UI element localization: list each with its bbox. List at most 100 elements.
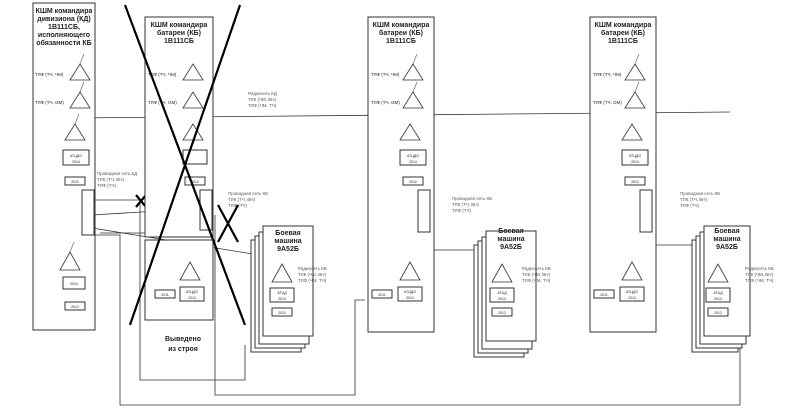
kb3-port-a: ТЛФ (ТЧ, ЧМ) bbox=[593, 72, 622, 77]
radio-triangle-icon bbox=[64, 113, 86, 141]
kb3-switch-box bbox=[639, 189, 653, 233]
radio-triangle-icon bbox=[621, 123, 643, 141]
radio-triangle-icon bbox=[59, 241, 81, 271]
kd-title-4: исполняющего bbox=[38, 32, 90, 39]
kb1-2011-label: 2011 bbox=[161, 293, 169, 297]
kb2-2011-box bbox=[371, 289, 393, 299]
kb1-switch-box bbox=[199, 189, 213, 231]
kb2-link-note-2: ТЛК (ТЧ, ВН) bbox=[452, 202, 479, 207]
kb3-title-3: 1В111СБ bbox=[608, 38, 638, 45]
kb3-link-note-3: ТЛФ (ТЧ) bbox=[680, 203, 699, 208]
cv3-radio-note-2: ТЛК (ЧМ, ВН) bbox=[745, 272, 773, 277]
radio-triangle-icon bbox=[69, 53, 91, 81]
kd-atdz-code: 2014 bbox=[72, 160, 80, 164]
kb1-2012-label: 2012 bbox=[191, 180, 199, 184]
cv2-atdz-box bbox=[489, 287, 515, 303]
cv3-2012-label: 2012 bbox=[714, 311, 722, 315]
cv2-2012-label: 2012 bbox=[498, 311, 506, 315]
combat-vehicle-3: Боевая машина 9А52Б АТЦД 2014 2012 Радио… bbox=[691, 225, 774, 353]
cv1-radio-note-3: ТЛФ (ЧМ, ТЧ) bbox=[298, 278, 327, 283]
radio-triangle-icon bbox=[69, 81, 91, 109]
column-kb-3: КШМ командира батареи (КБ) 1В111СБ ТЛФ (… bbox=[589, 16, 720, 333]
cv3-atdz-code: 2014 bbox=[714, 297, 722, 301]
cv1-atdz-code: 2014 bbox=[278, 297, 286, 301]
kb3-atdz-box bbox=[621, 149, 649, 166]
cv1-2012-box bbox=[271, 307, 293, 317]
combat-vehicle-1: Боевая машина 9А52Б АТЦД 2014 2012 Радио… bbox=[250, 225, 327, 353]
radio-triangle-icon bbox=[402, 81, 424, 109]
kb3-atdz2-label: АТЦД/2 bbox=[626, 290, 638, 294]
kb3-link-note-1: Проводная сеть КБ bbox=[680, 191, 720, 196]
kb3-atdz2-code: 2014 bbox=[628, 296, 636, 300]
kd-panel bbox=[32, 2, 96, 331]
cv3-title-1: Боевая bbox=[714, 228, 739, 235]
out-of-order-line-1: Выведено bbox=[165, 336, 201, 343]
out-of-order-line-2: из строя bbox=[168, 346, 198, 353]
kd-switch-box bbox=[81, 189, 95, 236]
kb3-atdz-box-2 bbox=[619, 286, 645, 302]
cv1-atdz-label: АТЦД bbox=[277, 291, 287, 295]
radio-triangle-icon bbox=[624, 81, 646, 109]
kd-title-2: дивизиона (КД) bbox=[37, 16, 90, 23]
cv3-radio-note-1: Радиосеть КБ bbox=[745, 266, 774, 271]
kb3-atdz-code: 2014 bbox=[631, 160, 639, 164]
kb3-port-b: ТЛФ (ТЧ, ОМ) bbox=[593, 100, 622, 105]
kb1-atdz-box-2 bbox=[179, 286, 205, 302]
radio-triangle-icon bbox=[707, 263, 729, 283]
kb2-title-3: 1В111СБ bbox=[386, 38, 416, 45]
kd-link-note-3: ТЛФ (ТЧ) bbox=[97, 183, 116, 188]
radio-triangle-icon bbox=[182, 63, 204, 81]
cv1-atdz-box bbox=[269, 287, 295, 303]
cv2-atdz-code: 2014 bbox=[498, 297, 506, 301]
kb2-panel bbox=[367, 16, 435, 333]
cv3-atdz-box bbox=[705, 287, 731, 303]
kd-atdz-label: АТЦД/2 bbox=[70, 154, 82, 158]
kb1-port-a: ТЛФ (ТЧ, ЧМ) bbox=[148, 72, 177, 77]
kb1-lower-panel bbox=[144, 239, 214, 321]
combat-vehicle-2: Боевая машина 9А52Б АТЦД 2014 2012 Радио… bbox=[473, 228, 551, 358]
cv3-radio-note-3: ТЛФ (ЧМ, ТЧ) bbox=[745, 278, 774, 283]
kd-link-note-1: Проводная сеть КД bbox=[97, 171, 137, 176]
kb1-2012-box bbox=[184, 176, 206, 186]
radio-triangle-icon bbox=[624, 53, 646, 81]
cv3-title-3: 9А52Б bbox=[716, 244, 738, 251]
kb3-panel bbox=[589, 16, 657, 333]
column-kd: КШМ командира дивизиона (КД) 1В111СБ, ис… bbox=[32, 2, 147, 331]
radio-triangle-icon bbox=[179, 261, 201, 281]
kb1-link-note-1: Проводная сеть КБ bbox=[228, 191, 268, 196]
kb1-title-2: батареи (КБ) bbox=[157, 29, 201, 37]
cv1-2012-label: 2012 bbox=[278, 311, 286, 315]
kb2-atdz-box bbox=[399, 149, 427, 166]
radio-triangle-icon bbox=[271, 263, 293, 283]
kd-port-b: ТЛФ (ТЧ, ОМ) bbox=[35, 100, 64, 105]
cv3-atdz-label: АТЦД bbox=[713, 291, 723, 295]
cv3-2012-box bbox=[707, 307, 729, 317]
kb2-2012-box bbox=[402, 176, 424, 186]
cv1-radio-note-2: ТЛК (ЧМ, ВН) bbox=[298, 272, 326, 277]
kd-2011-label: 2011 bbox=[71, 180, 79, 184]
kb2-switch-box bbox=[417, 189, 431, 233]
kb2-atdz2-code: 2014 bbox=[406, 296, 414, 300]
kd-2012-label: 2012 bbox=[71, 305, 79, 309]
kb2-atdz-label: АТЦД/2 bbox=[407, 154, 419, 158]
radio-triangle-icon bbox=[182, 91, 204, 109]
cv1-title-3: 9А52Б bbox=[277, 246, 299, 253]
kd-title-5: обязанности КБ bbox=[36, 39, 91, 47]
kd-atdz-box-2 bbox=[62, 276, 86, 290]
kd-atdz-box bbox=[62, 149, 90, 166]
cv2-atdz-label: АТЦД bbox=[497, 291, 507, 295]
cv2-title-3: 9А52Б bbox=[500, 244, 522, 251]
cv2-radio-note-1: Радиосеть КБ bbox=[522, 266, 551, 271]
cv3-title-2: машина bbox=[713, 236, 740, 243]
kb2-title-2: батареи (КБ) bbox=[379, 29, 423, 37]
cross-mark-icon bbox=[217, 204, 239, 243]
kb2-link-note-1: Проводная сеть КБ bbox=[452, 196, 492, 201]
kb3-link-note-2: ТЛК (ТЧ, ВН) bbox=[680, 197, 707, 202]
kd-2011-box bbox=[64, 176, 86, 186]
cv1-radio-note-1: Радиосеть КБ bbox=[298, 266, 327, 271]
kb1-link-note-2: ТЛК (ТЧ, ВН) bbox=[228, 197, 255, 202]
kd-title-1: КШМ командира bbox=[36, 8, 93, 15]
kd-2012-box bbox=[64, 301, 86, 311]
radio-triangle-icon bbox=[491, 263, 513, 283]
